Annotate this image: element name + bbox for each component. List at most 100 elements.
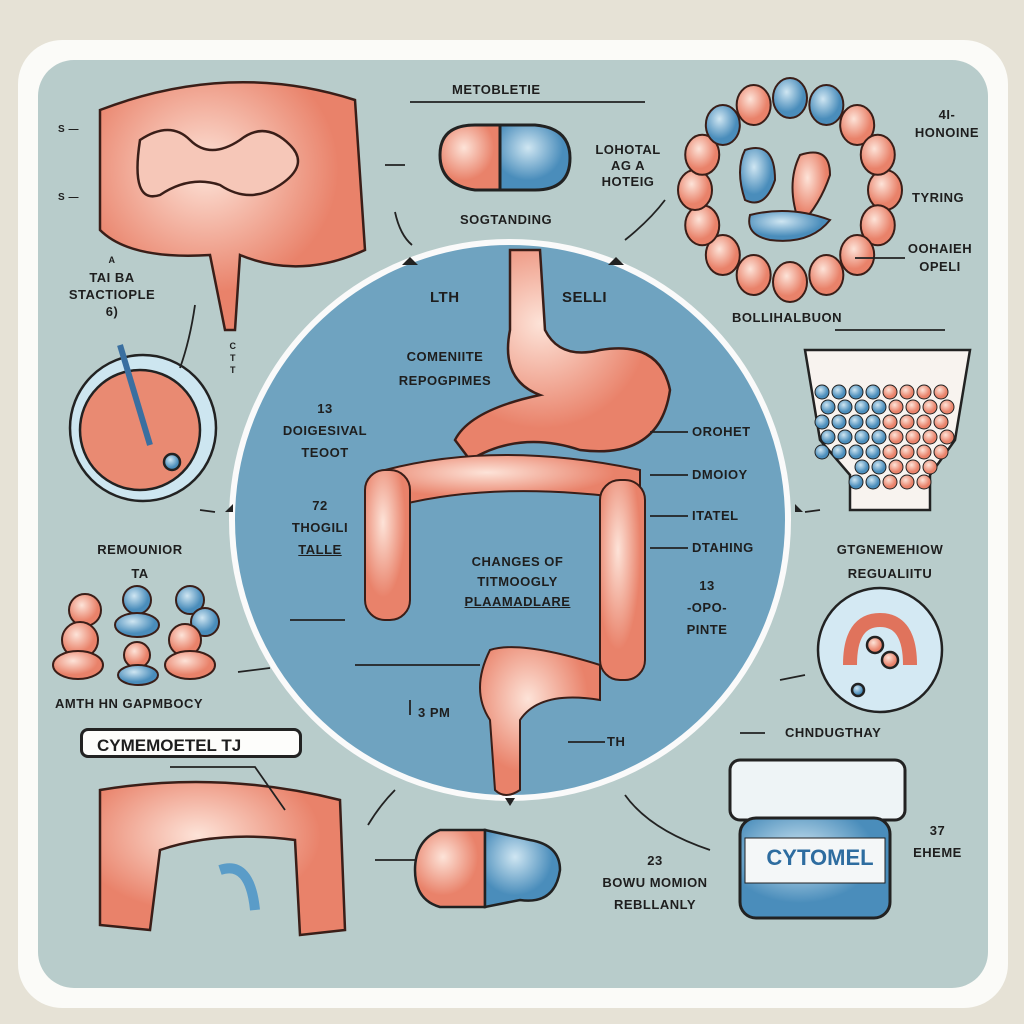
bead	[916, 414, 932, 430]
bead	[831, 414, 847, 430]
right-list-item: ITATEL	[692, 508, 739, 523]
bead	[916, 384, 932, 400]
bead	[871, 399, 887, 415]
cell-bead	[839, 234, 876, 277]
time-label: 3 PM	[418, 705, 451, 720]
cell-bead	[735, 84, 772, 127]
connector-arrows	[170, 101, 945, 861]
pinte-label: 13-OPO-PINTE	[686, 578, 728, 637]
bead	[871, 459, 887, 475]
bead	[865, 444, 881, 460]
bead	[922, 459, 938, 475]
bead	[837, 429, 853, 445]
right-list-item: DTAHING	[692, 540, 754, 555]
bead	[888, 429, 904, 445]
capsule-icon	[438, 123, 572, 192]
ring-mid-label: TYRING	[912, 190, 965, 205]
bead	[814, 414, 830, 430]
bead	[905, 429, 921, 445]
bead	[939, 429, 955, 445]
bead	[814, 444, 830, 460]
bead	[865, 384, 881, 400]
bead	[814, 384, 830, 400]
bead	[831, 444, 847, 460]
stomach-icon	[453, 248, 672, 462]
colon-icon	[364, 454, 646, 796]
cell-bead	[772, 261, 808, 303]
molecule-group-icon	[52, 585, 220, 686]
bead	[865, 414, 881, 430]
bead	[888, 399, 904, 415]
cell-bead	[704, 234, 741, 277]
th-label: TH	[607, 734, 626, 749]
bead	[933, 384, 949, 400]
bead	[882, 414, 898, 430]
left-bottom-label: AMTH HN GAPMBOCY	[55, 696, 204, 711]
cell-bead	[859, 133, 896, 176]
bead	[882, 474, 898, 490]
circle-lth-label: LTH	[430, 289, 460, 306]
bead	[831, 384, 847, 400]
cell-bead	[867, 169, 903, 211]
bead	[899, 474, 915, 490]
cell-bead	[704, 103, 741, 146]
bead	[871, 429, 887, 445]
bead	[905, 399, 921, 415]
bead	[865, 474, 881, 490]
bead	[848, 384, 864, 400]
cell-bead	[677, 169, 713, 211]
top-title: METOBLETIE	[452, 82, 541, 97]
bead	[916, 444, 932, 460]
petri-dish-icon	[68, 344, 218, 503]
bead	[922, 399, 938, 415]
cell-ring-icon	[677, 77, 903, 303]
right-list-item: OROHET	[692, 424, 751, 439]
ring-top-label: 4I-HONOINE	[914, 107, 980, 140]
cell-bead	[735, 253, 772, 296]
jar-label: CYTOMEL	[766, 845, 874, 870]
bead	[899, 384, 915, 400]
bead	[916, 474, 932, 490]
bead	[899, 414, 915, 430]
badge-label: CYMEMOETEL TJ	[80, 728, 302, 758]
pill-caption: SOGTANDING	[460, 212, 553, 227]
cell-dish-icon	[816, 586, 944, 714]
bead	[933, 444, 949, 460]
cell-bead	[772, 77, 808, 119]
cell-bead	[684, 133, 721, 176]
bead	[820, 399, 836, 415]
colon-bottom-icon	[98, 780, 347, 937]
bead	[939, 399, 955, 415]
cell-bead	[859, 204, 896, 247]
bead	[854, 429, 870, 445]
tick-label: s —	[58, 124, 79, 135]
cell-bead	[808, 253, 845, 296]
bead	[888, 459, 904, 475]
cell-bead	[808, 84, 845, 127]
large-intestine-icon	[98, 81, 367, 332]
right-bottom-label: CHNDUGTHAY	[785, 725, 882, 740]
bead	[837, 399, 853, 415]
bead	[905, 459, 921, 475]
cell-bead	[684, 204, 721, 247]
medicine-jar-icon	[728, 758, 907, 920]
bead-cup-icon	[803, 348, 972, 512]
circle-selli-label: SELLI	[562, 289, 608, 306]
bead	[882, 444, 898, 460]
right-list-item: DMOIOY	[692, 467, 748, 482]
bead	[933, 414, 949, 430]
bead	[899, 444, 915, 460]
bead	[848, 474, 864, 490]
bead	[848, 444, 864, 460]
